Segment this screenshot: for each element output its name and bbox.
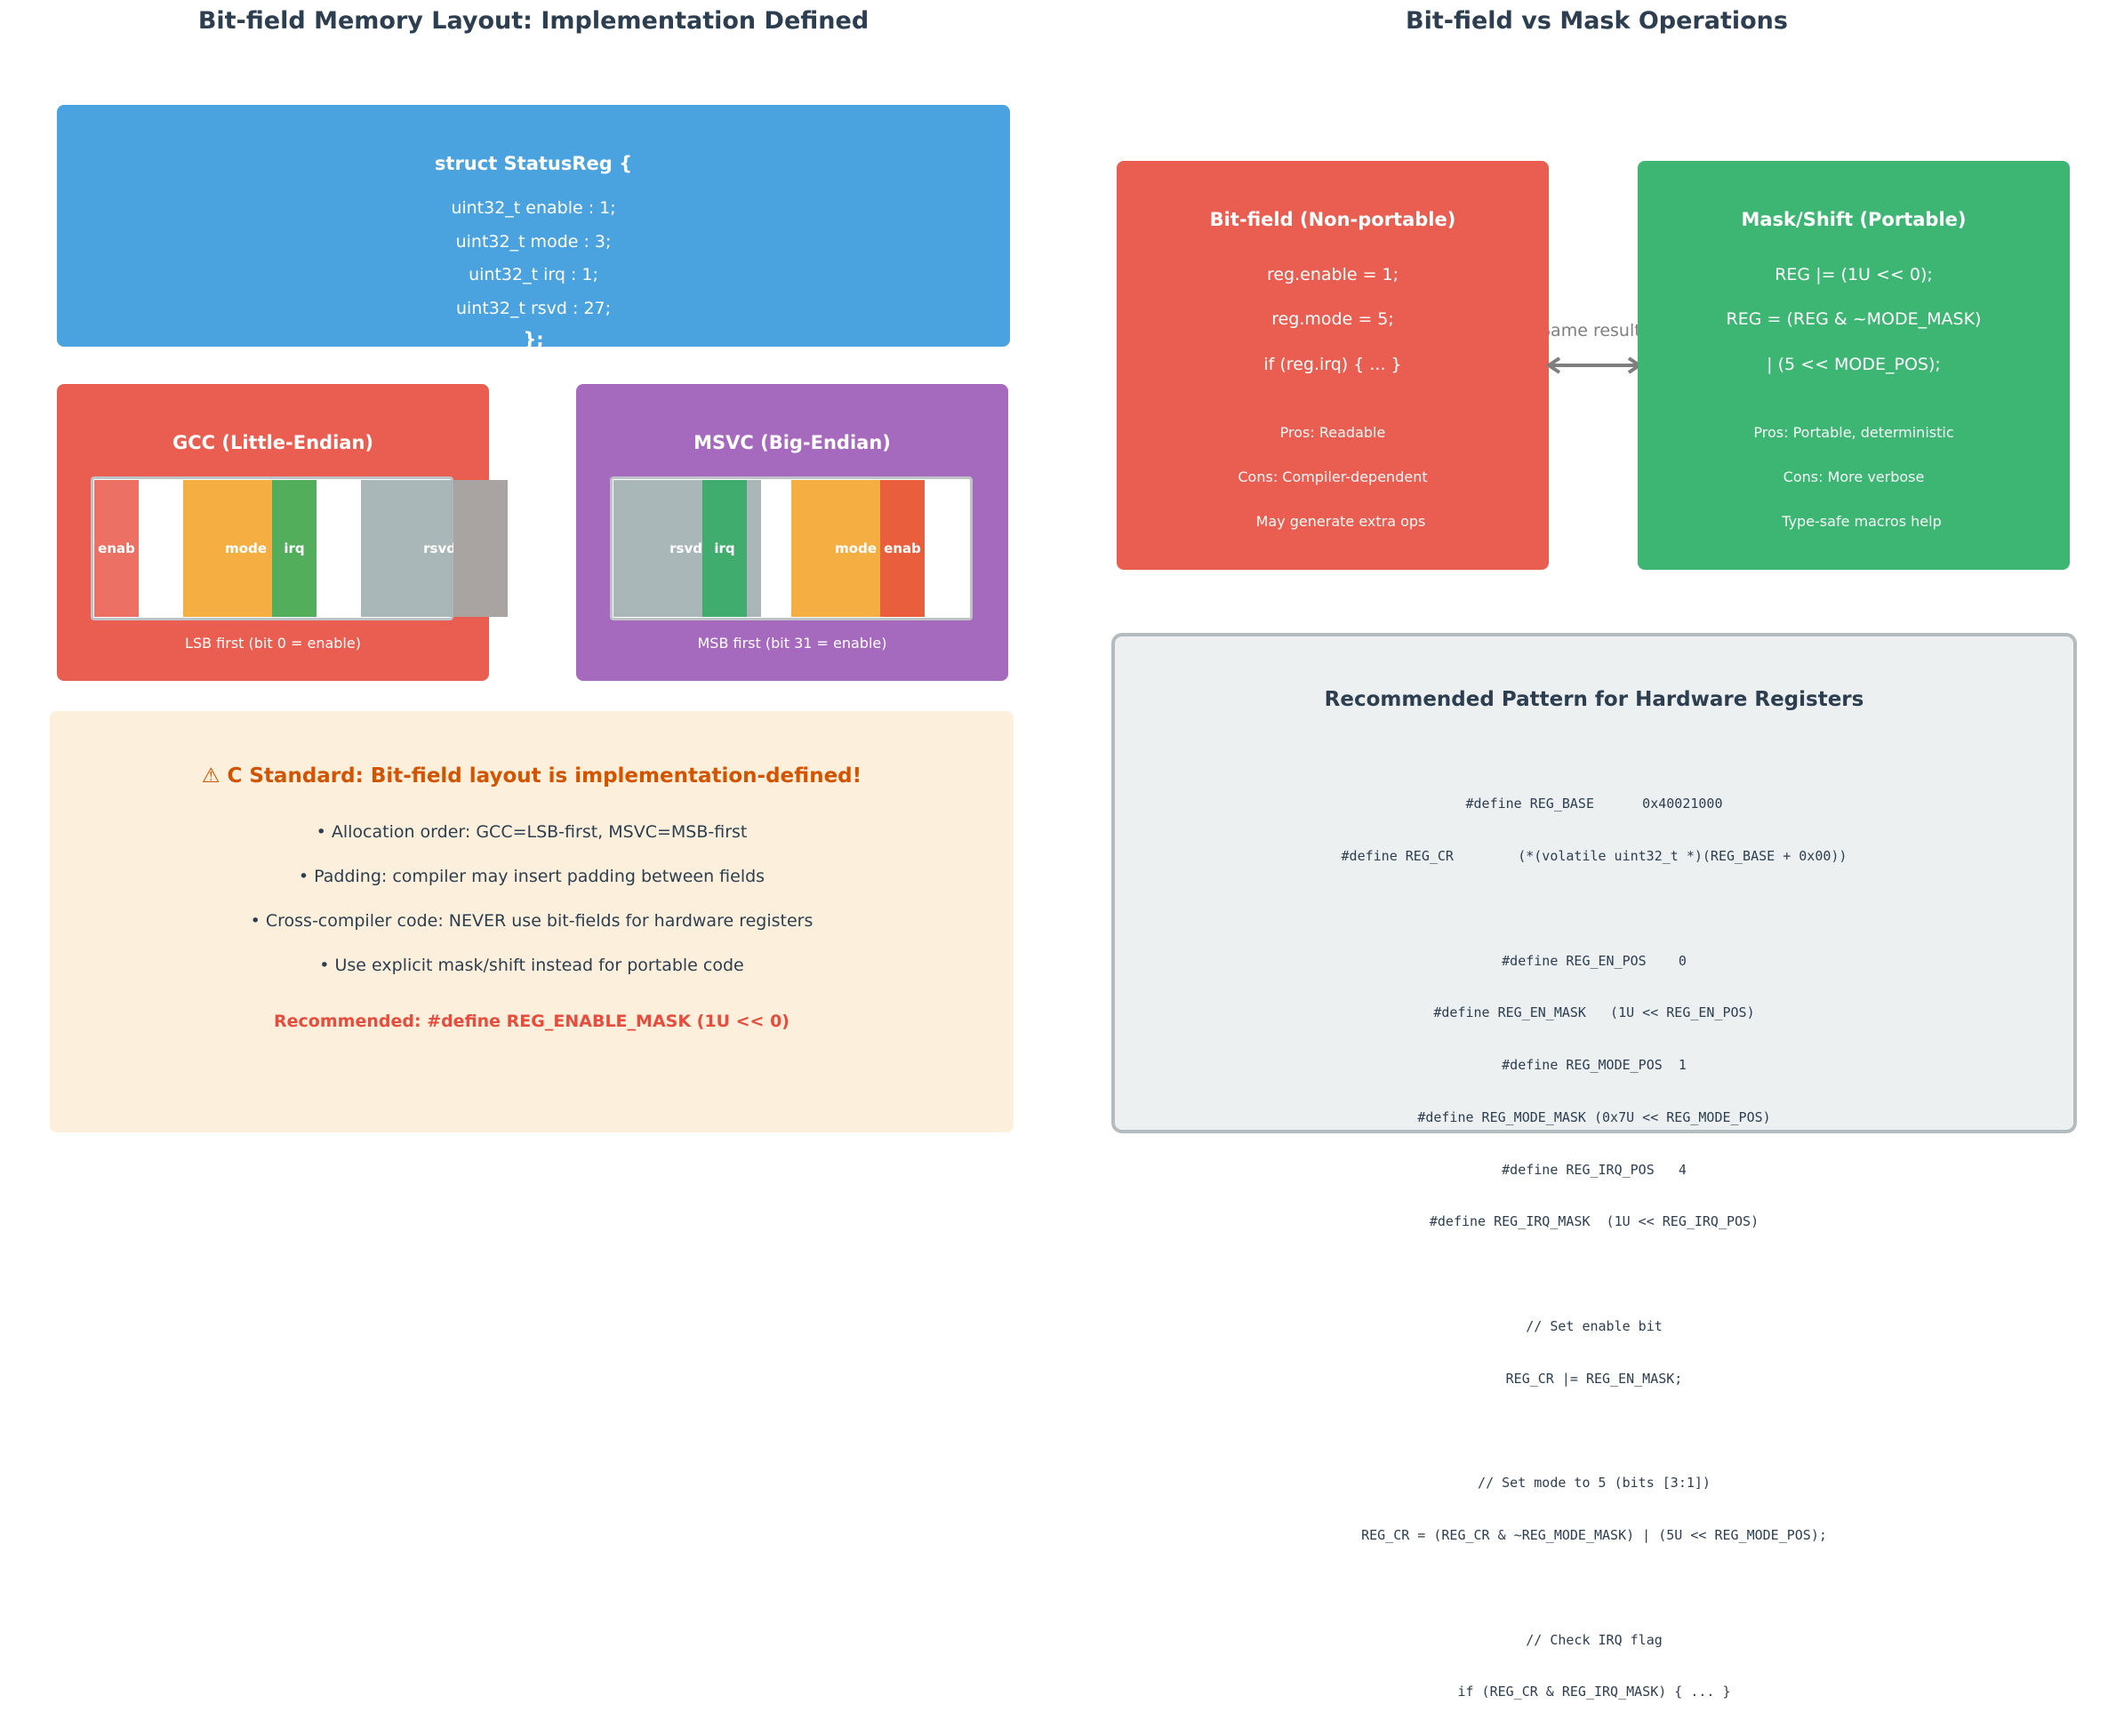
code-line: #define REG_EN_POS 0 <box>1502 952 1687 969</box>
msvc-field-irq: irq <box>702 480 747 617</box>
struct-line: uint32_t irq : 1; <box>469 265 598 284</box>
msvc-field-rsvd: rsvd <box>613 480 702 617</box>
code-line <box>1115 1266 2073 1284</box>
code-line: #define REG_IRQ_MASK (1U << REG_IRQ_POS) <box>1429 1213 1759 1230</box>
arrow-label: Same result <box>1549 321 1638 340</box>
msvc-note: MSB first (bit 31 = enable) <box>697 635 887 652</box>
bitfield-note: Cons: Compiler-dependent <box>1238 468 1428 485</box>
warning-bullet: • Padding: compiler may insert padding b… <box>298 867 765 886</box>
double-arrow-icon <box>1545 356 1643 374</box>
warning-bullet: • Allocation order: GCC=LSB-first, MSVC=… <box>316 822 748 842</box>
recommended-text: Recommended: #define REG_ENABLE_MASK (1U… <box>274 1012 789 1031</box>
warning-title: ⚠ C Standard: Bit-field layout is implem… <box>201 764 862 788</box>
bitfield-title: Bit-field (Non-portable) <box>1209 209 1456 230</box>
bitfield-card: Bit-field (Non-portable) reg.enable = 1;… <box>1117 161 1549 570</box>
bitfield-code: reg.mode = 5; <box>1271 309 1394 329</box>
warning-bullet: • Cross-compiler code: NEVER use bit-fie… <box>250 911 814 931</box>
bitfield-note: Pros: Readable <box>1279 424 1386 441</box>
code-line <box>1115 900 2073 918</box>
code-line: if (REG_CR & REG_IRQ_MASK) { ... } <box>1457 1684 1731 1700</box>
code-line <box>1115 1423 2073 1441</box>
mask-note: Cons: More verbose <box>1783 468 1925 485</box>
code-line: #define REG_BASE 0x40021000 <box>1465 796 1723 812</box>
msvc-title: MSVC (Big-Endian) <box>693 432 891 453</box>
mask-code: REG |= (1U << 0); <box>1775 265 1933 284</box>
code-line: // Set mode to 5 (bits [3:1]) <box>1478 1475 1711 1492</box>
gcc-field-mode: mode <box>183 480 272 617</box>
code-line: // Check IRQ flag <box>1526 1631 1663 1648</box>
mask-code: | (5 << MODE_POS); <box>1767 355 1941 374</box>
gcc-field-irq: irq <box>272 480 317 617</box>
msvc-bits: rsvd irq mode enab <box>613 480 969 617</box>
warning-box: ⚠ C Standard: Bit-field layout is implem… <box>50 711 1014 1132</box>
code-line: REG_CR = (REG_CR & ~REG_MODE_MASK) | (5U… <box>1361 1527 1827 1544</box>
struct-line: uint32_t enable : 1; <box>451 198 616 218</box>
gcc-bits: enab mode irq rsvd <box>94 480 539 617</box>
mask-title: Mask/Shift (Portable) <box>1741 209 1967 230</box>
code-line: #define REG_IRQ_POS 4 <box>1502 1161 1687 1178</box>
code-line: REG_CR |= REG_EN_MASK; <box>1505 1370 1683 1387</box>
warning-bullet: • Use explicit mask/shift instead for po… <box>319 956 744 975</box>
code-line: #define REG_CR (*(volatile uint32_t *)(R… <box>1341 847 1847 864</box>
msvc-box: MSVC (Big-Endian) rsvd irq mode enab MSB… <box>576 384 1008 681</box>
bitfield-code: reg.enable = 1; <box>1266 265 1399 284</box>
code-line: #define REG_MODE_MASK (0x7U << REG_MODE_… <box>1417 1108 1771 1125</box>
mask-card: Mask/Shift (Portable) REG |= (1U << 0); … <box>1638 161 2070 570</box>
struct-footer: }; <box>523 329 544 350</box>
bitfield-note: May generate extra ops <box>1255 513 1426 530</box>
msvc-field-enable: enab <box>880 480 925 617</box>
arrow-label-clip: Same result <box>1549 321 1638 344</box>
gcc-box: GCC (Little-Endian) enab mode irq rsvd L… <box>57 384 508 681</box>
right-title: Bit-field vs Mask Operations <box>1406 7 1788 35</box>
msvc-gray-sliver <box>747 480 761 617</box>
mask-note: Type-safe macros help <box>1782 513 1942 530</box>
code-line: // Set enable bit <box>1526 1318 1663 1334</box>
gcc-title: GCC (Little-Endian) <box>172 432 374 453</box>
recommended-panel: Recommended Pattern for Hardware Registe… <box>1111 633 2077 1700</box>
code-line: #define REG_EN_MASK (1U << REG_EN_POS) <box>1433 1004 1755 1021</box>
struct-line: uint32_t rsvd : 27; <box>455 299 612 318</box>
mask-code: REG = (REG & ~MODE_MASK) <box>1726 309 1982 329</box>
gcc-overflow-shade <box>453 480 508 617</box>
mask-note: Pros: Portable, deterministic <box>1753 424 1954 441</box>
struct-header: struct StatusReg { <box>434 153 633 174</box>
code-line: #define REG_MODE_POS 1 <box>1502 1057 1687 1074</box>
struct-line: uint32_t mode : 3; <box>455 232 612 252</box>
msvc-field-mode: mode <box>791 480 880 617</box>
gcc-note: LSB first (bit 0 = enable) <box>185 635 361 652</box>
recommended-panel-title: Recommended Pattern for Hardware Registe… <box>1324 688 1864 711</box>
bitfield-code: if (reg.irq) { ... } <box>1263 355 1402 374</box>
gcc-field-enable: enab <box>94 480 139 617</box>
struct-box: struct StatusReg { uint32_t enable : 1; … <box>57 105 1010 350</box>
left-title: Bit-field Memory Layout: Implementation … <box>197 7 870 35</box>
code-line <box>1115 1580 2073 1597</box>
recommended-code: #define REG_BASE 0x40021000 #define REG_… <box>1115 761 2073 1736</box>
